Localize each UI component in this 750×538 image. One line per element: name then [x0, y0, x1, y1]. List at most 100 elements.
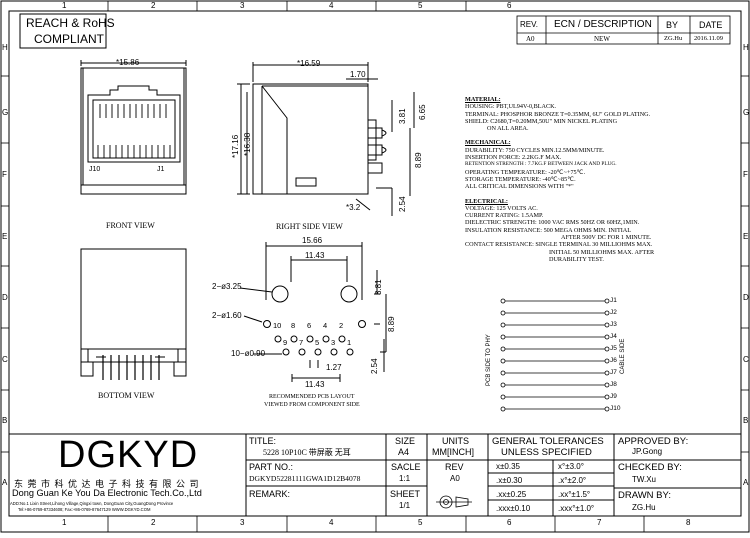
grid-col-1: 1: [62, 1, 67, 10]
schematic-pin-j6: J6: [610, 357, 617, 364]
grid-row-e-right: E: [743, 232, 749, 241]
grid-row-a-right: A: [743, 478, 749, 487]
sheet-value: 1/1: [399, 501, 411, 510]
tolerance-label-2: UNLESS SPECIFIED: [501, 447, 592, 458]
company-address: ADD:No.1 Lixin Street,Lihong Village,Qin…: [10, 501, 174, 506]
drawn-label: DRAWN BY:: [618, 490, 671, 501]
projection-symbol-icon: [436, 495, 472, 509]
right-view-caption: RIGHT SIDE VIEW: [276, 222, 343, 231]
dim-right-r3: 8.89: [414, 152, 423, 168]
tol-linear-1: .x±0.30: [496, 476, 523, 485]
schematic-pin-j9: J9: [610, 393, 617, 400]
grid-col-3-bottom: 3: [240, 518, 245, 527]
electrical-line-3: DIELECTRIC STRENGTH: 1000 VAC RMS 50HZ O…: [465, 219, 640, 227]
schematic-pin-j10: J10: [610, 405, 621, 412]
title-value: 5228 10P10C 带屏蔽 无耳: [263, 448, 351, 457]
material-line-3: SHIELD: C2680,T=0.20MM,50U" MIN NICKEL P…: [465, 117, 618, 125]
rev-value: A0: [450, 474, 460, 483]
front-label-j10: J10: [89, 166, 101, 173]
checked-label: CHECKED BY:: [618, 462, 682, 473]
material-title: MATERIAL:: [465, 96, 501, 103]
grid-col-3: 3: [240, 1, 245, 10]
tol-linear-3: .xxx±0.10: [496, 504, 531, 513]
dim-pcb-w2: 11.43: [305, 251, 325, 260]
company-name-en: Dong Guan Ke You Da Electronic Tech.Co.,…: [12, 488, 202, 498]
company-logo: DGKYD: [58, 434, 199, 476]
grid-col-5-bottom: 5: [418, 518, 423, 527]
material-line-4: ON ALL AREA.: [487, 125, 529, 133]
grid-row-c: C: [2, 355, 8, 364]
material-line-1: HOUSING: PBT,UL94V-0,BLACK.: [465, 103, 557, 111]
electrical-line-2: CURRENT RATING: 1.5AMP.: [465, 212, 544, 220]
grid-col-1-bottom: 1: [62, 518, 67, 527]
grid-row-d-right: D: [743, 293, 749, 302]
revision-table-lines: [516, 15, 731, 45]
compliance-line-2: COMPLIANT: [34, 32, 105, 46]
schematic-pin-j2: J2: [610, 309, 617, 316]
electrical-line-4: INSULATION RESISTANCE: 500 MEGA OHMS MIN…: [465, 226, 632, 234]
dim-right-h1: *17.16: [231, 134, 240, 158]
tolerance-label-1: GENERAL TOLERANCES: [492, 436, 604, 447]
grid-col-8-bottom: 8: [686, 518, 691, 527]
dim-right-h2: *16.38: [243, 132, 252, 156]
size-value: A4: [398, 447, 410, 457]
dim-pcb-w3: 11.43: [305, 380, 325, 389]
title-label: TITLE:: [249, 436, 277, 446]
tol-angle-2: .xx°±1.5°: [558, 490, 591, 499]
drawn-value: ZG.Hu: [632, 503, 656, 512]
checked-value: TW.Xu: [632, 475, 657, 484]
tol-angle-1: .x°±2.0°: [558, 476, 587, 485]
schematic-pcb-label: PCB SIDE TO PHY: [486, 334, 492, 386]
grid-row-g: G: [2, 108, 9, 117]
grid-row-a: A: [2, 478, 8, 487]
rev-label: REV: [445, 462, 464, 472]
front-view-caption: FRONT VIEW: [106, 221, 155, 230]
scale-value: 1:1: [399, 474, 411, 483]
mechanical-line-4: OPERATING TEMPERATURE: -20℃~+75℃.: [465, 168, 586, 176]
dim-pcb-r3: 2.54: [370, 358, 379, 374]
material-line-2: TERMINAL: PHOSPHOR BRONZE T=0.35MM, 6U" …: [465, 110, 651, 118]
pcb-pin-5: 5: [315, 338, 320, 347]
units-value: MM[INCH]: [432, 447, 474, 457]
remark-label: REMARK:: [249, 489, 291, 499]
units-label: UNITS: [442, 436, 469, 446]
dim-pcb-r1: 3.81: [374, 279, 383, 295]
grid-col-2-bottom: 2: [151, 518, 156, 527]
size-label: SIZE: [395, 436, 416, 446]
dim-pcb-hole1: 2−ø3.25: [212, 282, 242, 291]
dim-right-width: *16.59: [297, 59, 321, 68]
mechanical-title: MECHANICAL:: [465, 139, 511, 147]
schematic-pin-j1: J1: [610, 297, 617, 304]
mechanical-line-5: STORAGE TEMPERATURE: -40℃~85℃.: [465, 175, 576, 183]
rev-header-ecn: ECN / DESCRIPTION: [554, 19, 652, 30]
pcb-caption-1: RECOMMENDED PCB LAYOUT: [269, 394, 355, 400]
schematic-pin-j5: J5: [610, 345, 617, 352]
schematic-pin-j7: J7: [610, 369, 617, 376]
rev-header-by: BY: [666, 20, 679, 30]
grid-row-b: B: [2, 416, 8, 425]
grid-col-5: 5: [418, 1, 423, 10]
title-block-lines: [9, 433, 741, 516]
scale-label: SACLE: [391, 462, 421, 472]
sheet-label: SHEET: [390, 489, 421, 499]
approved-label: APPROVED BY:: [618, 436, 689, 447]
grid-row-e: E: [2, 232, 8, 241]
pcb-caption-2: VIEWED FROM COMPONENT SIDE: [264, 402, 360, 408]
rev-header-date: DATE: [699, 20, 723, 30]
rev-row-by: ZG.Hu: [664, 35, 683, 42]
pin-schematic: [500, 298, 610, 412]
grid-row-b-right: B: [743, 416, 749, 425]
pcb-pin-10: 10: [273, 321, 282, 330]
tol-linear-0: x±0.35: [496, 462, 520, 471]
schematic-cable-label: CABLE SIDE: [620, 338, 626, 374]
pcb-pin-8: 8: [291, 321, 296, 330]
dim-pcb-hole3: 10−ø0.90: [231, 349, 266, 358]
grid-col-7-bottom: 7: [597, 518, 602, 527]
approved-value: JP.Gong: [632, 447, 663, 456]
grid-col-4: 4: [329, 1, 334, 10]
front-label-j1: J1: [157, 166, 165, 173]
grid-col-4-bottom: 4: [329, 518, 334, 527]
pcb-pin-9: 9: [283, 338, 288, 347]
electrical-line-6: CONTACT RESISTANCE: SINGLE TERMINAL 30 M…: [465, 241, 653, 249]
